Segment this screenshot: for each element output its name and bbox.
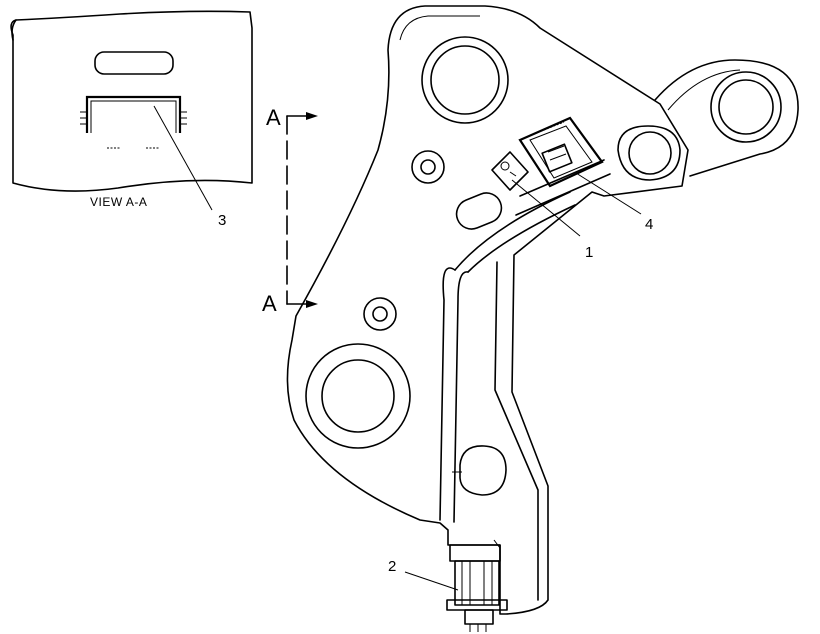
bracket-arm-fillet-outer <box>454 191 571 271</box>
bracket-arm-inner-edge <box>439 267 456 521</box>
section-letter-bottom: A <box>262 291 277 316</box>
detail-plate-mount <box>80 95 187 149</box>
leader-item-1 <box>511 179 581 237</box>
detail-view-outline-left-fold <box>11 19 17 41</box>
bracket-assembly <box>286 5 799 632</box>
plate-item-4 <box>518 116 604 188</box>
bushing-top <box>421 36 509 124</box>
leader-item-3 <box>153 105 213 211</box>
section-letter-top: A <box>266 105 281 130</box>
bracket-right-arm <box>654 59 799 177</box>
callout-2: 2 <box>388 558 396 575</box>
bushing-right-arm <box>710 71 782 143</box>
fastener-upper <box>411 150 445 184</box>
section-line-a-a <box>286 112 318 308</box>
decal-item-1 <box>491 151 529 191</box>
callout-4: 4 <box>645 216 653 233</box>
leader-item-2 <box>404 571 459 591</box>
callout-3: 3 <box>218 212 226 229</box>
pin-boss <box>617 125 681 181</box>
bracket-lobe-edge <box>399 15 480 41</box>
detail-view-a-a <box>10 10 253 192</box>
bracket-slot-upper <box>455 192 503 230</box>
bushing-bottom <box>305 343 411 449</box>
detail-slot <box>94 51 174 75</box>
bracket-arm-fillet <box>467 204 576 273</box>
bracket-arm-inner-edge-2 <box>453 271 469 523</box>
callout-1: 1 <box>585 244 593 261</box>
leader-lines <box>153 105 642 591</box>
fastener-lower <box>363 297 397 331</box>
view-title: VIEW A-A <box>90 195 147 209</box>
leader-item-4 <box>575 172 642 215</box>
bracket-outline <box>286 5 689 615</box>
fitting-item-2 <box>446 539 508 632</box>
bracket-slot-lower <box>459 445 507 496</box>
detail-view-outline <box>10 10 253 192</box>
bracket-inner-rib <box>519 159 605 197</box>
bracket-right-arm-edge <box>667 69 741 111</box>
bracket-right-edge <box>494 261 539 601</box>
